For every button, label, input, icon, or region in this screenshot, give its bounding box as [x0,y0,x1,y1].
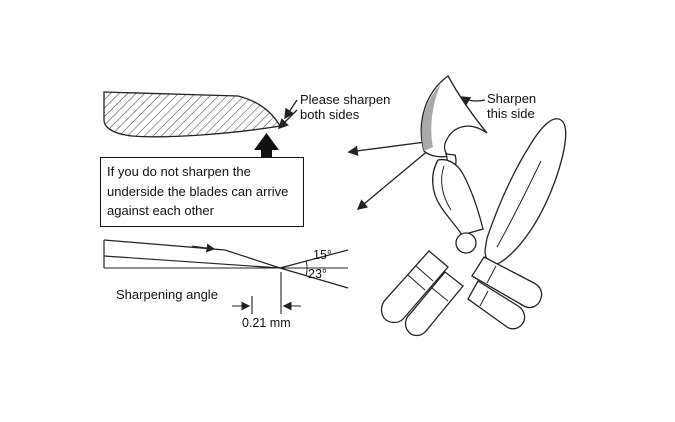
label-angle-lower: 23° [308,267,327,281]
counter-blade-detail [441,165,452,211]
angle-line-upper [279,249,349,269]
blade-bottom-edge [103,255,281,269]
label-angle-upper: 15° [313,248,332,262]
curved-handle-detail [496,160,542,248]
grip-line [486,265,497,284]
grip-line [407,274,426,291]
blade-shading [421,84,441,151]
right-handle-upper [471,256,543,309]
arrow-icon [277,109,298,130]
both-sides-callout-arrows [277,99,298,130]
label-edge-distance: 0.21 mm [242,316,291,330]
arrow-icon [284,99,298,120]
blade-profile-group [103,239,349,289]
hatched-blade-cross-section [103,91,282,138]
callout-sharpen-this-side: Sharpen this side [487,91,537,122]
arrow-icon [347,140,434,157]
blade-top-edge [103,239,281,269]
warning-note-box: If you do not sharpen the underside the … [100,157,304,227]
pruning-shears-group [347,75,567,337]
arrow-icon [459,96,486,107]
left-handle-lower [404,271,464,337]
angle-line-lower [279,267,349,289]
angle-arc [305,260,308,277]
right-handle-lower [467,280,526,330]
grip-line [479,290,489,307]
arrow-icon [356,148,431,210]
counter-blade [432,158,484,236]
blade-section-shape [103,91,282,138]
callout-sharpen-both-sides: Please sharpen both sides [300,92,391,123]
dimension-group [232,272,301,314]
grip-line [431,287,449,302]
pivot-bolt [455,232,477,254]
underside-up-arrow-icon [254,133,279,170]
label-sharpening-angle: Sharpening angle [116,287,218,302]
pointer-arrows [347,140,434,210]
left-handle-upper [380,250,449,324]
grip-line [415,265,434,282]
edge-direction-arrow-icon [191,243,216,253]
curved-handle [484,118,567,265]
